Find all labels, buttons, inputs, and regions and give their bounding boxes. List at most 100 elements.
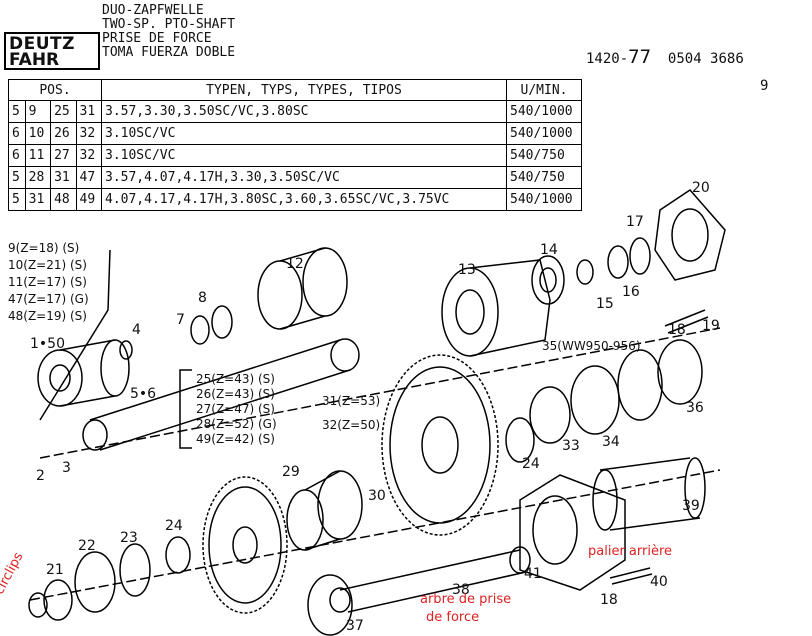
legend-mid-item: 26(Z=43) (S)	[196, 387, 275, 401]
types-cell: 4.07,4.17,4.17H,3.80SC,3.60,3.65SC/VC,3.…	[101, 188, 507, 211]
legend-31: 31(Z=53)	[322, 394, 381, 408]
part-number: 36	[686, 400, 704, 416]
ring-34	[570, 365, 620, 435]
gear-24-lower	[165, 536, 191, 574]
ring-15	[576, 259, 594, 285]
legend-mid-item: 28(Z=52) (G)	[196, 417, 277, 431]
annotation-arbre-line1: arbre de prise	[420, 592, 512, 607]
types-table: POS. TYPEN, TYPS, TYPES, TIPOS U/MIN. 5 …	[8, 79, 582, 211]
part-number: 38	[452, 582, 470, 598]
legend-32: 32(Z=50)	[322, 418, 381, 432]
part-number: 22	[78, 538, 96, 554]
part-number: 29	[282, 464, 300, 480]
nut-16	[607, 245, 629, 279]
pos-cell: 31	[75, 100, 103, 123]
housing-13	[441, 259, 551, 357]
label-5-6: 5•6	[130, 386, 157, 402]
gear-24-upper	[505, 417, 535, 463]
pos-cell: 31	[24, 188, 52, 211]
pos-cell: 32	[75, 122, 103, 145]
part-number: 34	[602, 434, 620, 450]
shaft-5-6	[82, 338, 360, 451]
part-number: 19	[702, 318, 720, 334]
table-row: 5 31 48 49 4.07,4.17,4.17H,3.80SC,3.60,3…	[8, 188, 582, 211]
part-number: 18	[668, 322, 686, 338]
part-number: 24	[522, 456, 540, 472]
bearing-33	[529, 386, 571, 444]
reference-number: 1420-77 0504 3686	[586, 46, 744, 68]
title-de: DUO-ZAPFWELLE	[102, 3, 204, 18]
lower-axis-line	[29, 469, 721, 601]
part-number: 16	[622, 284, 640, 300]
part-number: 37	[346, 618, 364, 634]
part-number: 41	[524, 566, 542, 582]
legend-left: 9(Z=18) (S) 10(Z=21) (S) 11(Z=17) (S) 47…	[8, 240, 89, 325]
gear-29	[286, 470, 363, 551]
legend-bracket-left	[39, 249, 111, 421]
logo-line2: FAHR	[9, 50, 60, 70]
ring-4	[119, 340, 133, 360]
table-row: 5 28 31 47 3.57,4.07,4.17H,3.30,3.50SC/V…	[8, 166, 582, 189]
part-number: 12	[286, 256, 304, 272]
pos-cell: 49	[75, 188, 103, 211]
label-35: 35(WW950-956)	[542, 339, 641, 353]
part-number: 2	[36, 468, 45, 484]
input-shaft-1-50	[37, 339, 130, 407]
part-number: 8	[198, 290, 207, 306]
pos-cell: 27	[50, 144, 77, 167]
part-number: 21	[46, 562, 64, 578]
legend-mid: 25(Z=43) (S) 26(Z=43) (S) 27(Z=47) (S) 2…	[196, 372, 277, 447]
bearing-36	[657, 339, 703, 405]
bearing-37	[307, 574, 353, 636]
part-number: 4	[132, 322, 141, 338]
legend-bracket-mid	[179, 369, 192, 449]
annotation-arbre-line2: de force	[426, 610, 480, 625]
ref-big: 77	[628, 46, 652, 68]
pos-cell: 31	[50, 166, 77, 189]
shaft-39	[592, 457, 706, 531]
logo-line1: DEUTZ	[9, 34, 75, 54]
annotation-palier: palier arrière	[588, 544, 673, 559]
ring-21	[43, 579, 73, 621]
types-header: TYPEN, TYPS, TYPES, TIPOS	[101, 79, 507, 101]
part-number: 24	[165, 518, 183, 534]
ring-35	[617, 349, 663, 421]
part-number: 13	[458, 262, 476, 278]
part-number: 30	[368, 488, 386, 504]
part-number: 20	[692, 180, 710, 196]
umin-cell: 540/750	[506, 144, 582, 167]
part-number: 3	[62, 460, 71, 476]
legend-mid-item: 49(Z=42) (S)	[196, 432, 275, 446]
table-row: 6 11 27 32 3.10SC/VC 540/750	[8, 144, 582, 167]
gear-25-49	[202, 476, 288, 614]
legend-left-item: 9(Z=18) (S)	[8, 241, 80, 255]
legend-mid-item: 27(Z=47) (S)	[196, 402, 275, 416]
title-es: TOMA FUERZA DOBLE	[102, 45, 236, 60]
bearing-14	[531, 255, 565, 305]
legend-left-item: 11(Z=17) (S)	[8, 275, 87, 289]
part-number: 14	[540, 242, 558, 258]
part-number: 39	[682, 498, 700, 514]
umin-cell: 540/1000	[506, 122, 582, 145]
part-number: 15	[596, 296, 614, 312]
part-number: 17	[626, 214, 644, 230]
main-axis-line	[39, 327, 721, 459]
umin-cell: 540/750	[506, 166, 582, 189]
bolt-40	[609, 567, 653, 585]
types-cell: 3.57,4.07,4.17H,3.30,3.50SC/VC	[101, 166, 507, 189]
types-cell: 3.10SC/VC	[101, 144, 507, 167]
cover-41	[519, 474, 626, 591]
title-en: TWO-SP. PTO-SHAFT	[102, 17, 236, 32]
gear-30	[381, 354, 499, 536]
legend-left-item: 47(Z=17) (G)	[8, 292, 89, 306]
bolt-19	[664, 309, 709, 334]
page-number: 9	[760, 78, 769, 94]
title-fr: PRISE DE FORCE	[102, 31, 212, 46]
types-cell: 3.10SC/VC	[101, 122, 507, 145]
part-number: 23	[120, 530, 138, 546]
ref-suffix: 0504 3686	[667, 51, 744, 67]
legend-left-item: 10(Z=21) (S)	[8, 258, 87, 272]
legend-mid-item: 25(Z=43) (S)	[196, 372, 275, 386]
part-number: 7	[176, 312, 185, 328]
